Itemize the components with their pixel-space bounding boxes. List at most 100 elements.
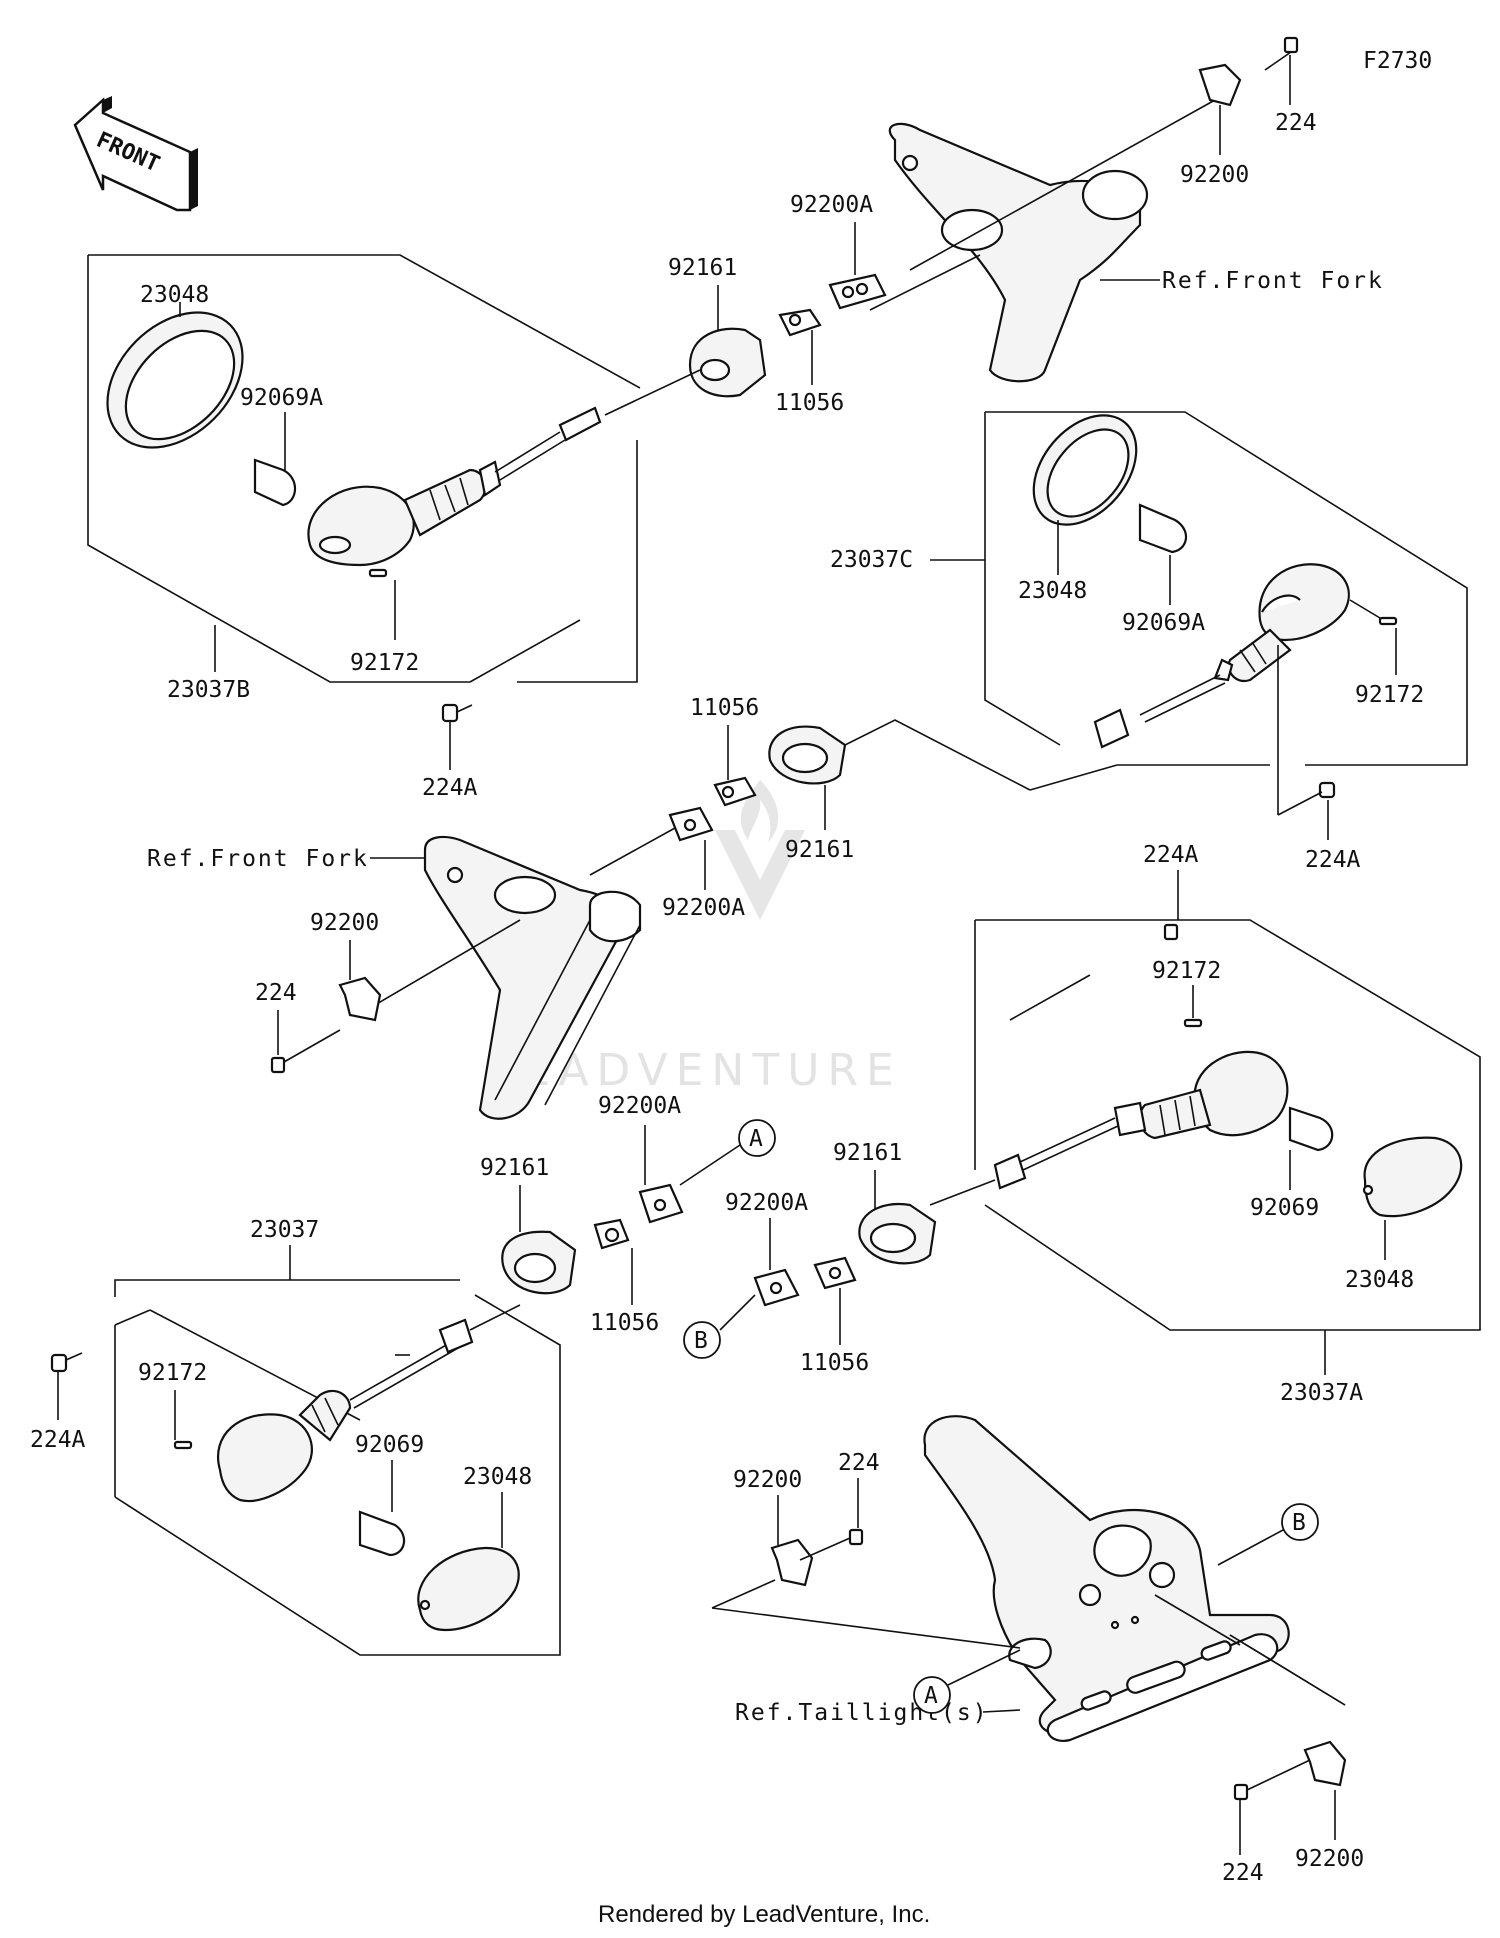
part-label-224A-lowleft: 224A: [30, 1427, 86, 1453]
part-label-23037A: 23037A: [1280, 1380, 1363, 1406]
ref-taillight: Ref.Taillight(s): [735, 1700, 989, 1726]
lens-23048-midright: [1362, 1136, 1463, 1218]
part-label-23048-topright: 23048: [1018, 578, 1087, 604]
ref-front-fork-mid: Ref.Front Fork: [147, 846, 369, 872]
bulb-92069A-topright: [1138, 503, 1187, 554]
part-label-11056-lowleft: 11056: [800, 1350, 869, 1376]
part-label-11056-mid: 11056: [690, 695, 759, 721]
taillight-bracket: [923, 1415, 1290, 1742]
screw-224-top: [1264, 36, 1299, 71]
ref-front-fork-top: Ref.Front Fork: [1162, 268, 1384, 294]
lens-23048-topright: [1032, 414, 1138, 526]
grommet-92161-midright: [858, 1202, 937, 1265]
washer-11056-lowleft: [813, 1256, 857, 1290]
callout-b-mid: B: [683, 1321, 721, 1359]
plate-92200A-top: [828, 273, 887, 310]
bulb-92069-lowleft: [358, 1510, 406, 1557]
assembly-23037-box: [114, 1279, 561, 1656]
svg-text:A: A: [924, 1683, 938, 1709]
part-label-92200-top: 92200: [1180, 162, 1249, 188]
part-label-92172-lowleft: 92172: [138, 1360, 207, 1386]
screw-92172-topright: [1378, 616, 1398, 626]
washer-11056-top: [778, 308, 822, 337]
part-label-224A-topleft: 224A: [422, 775, 478, 801]
front-fork-bracket-mid: [423, 835, 642, 1120]
bulb-92069-midright: [1288, 1106, 1334, 1152]
turn-signal-housing-topright: [1093, 563, 1350, 749]
assembly-23037C-box: [984, 411, 1468, 791]
callout-b-right: B: [1281, 1503, 1319, 1541]
part-label-23037: 23037: [250, 1217, 319, 1243]
svg-text:B: B: [694, 1328, 708, 1354]
part-label-224-midleft: 224: [255, 980, 297, 1006]
footer-credit: Rendered by LeadVenture, Inc.: [598, 1901, 930, 1928]
lens-23048-topleft: [106, 311, 244, 449]
part-label-92200-bottom: 92200: [733, 1467, 802, 1493]
part-label-23048-lowleft: 23048: [463, 1464, 532, 1490]
part-label-224A-midright: 224A: [1143, 842, 1199, 868]
part-label-23048-midright: 23048: [1345, 1267, 1414, 1293]
clip-92200-top: [1198, 63, 1242, 107]
svg-text:B: B: [1292, 1510, 1306, 1536]
part-label-92161-lowleft: 92161: [480, 1155, 549, 1181]
callout-a-top: A: [738, 1119, 776, 1157]
part-label-92069A-topright: 92069A: [1122, 610, 1205, 636]
plate-92200A-lowmid: [638, 1183, 684, 1224]
part-label-11056-top: 11056: [775, 390, 844, 416]
turn-signal-housing-midright: [929, 1050, 1289, 1206]
part-label-92161-midright: 92161: [833, 1140, 902, 1166]
plate-92200A-mid: [668, 806, 714, 842]
screw-92172-topleft: [368, 568, 388, 578]
grommet-92161-lowleft: [501, 1230, 577, 1295]
assembly-23037A-box: [974, 919, 1481, 1331]
part-label-92161-top: 92161: [668, 255, 737, 281]
screw-224-bottomright: [1233, 1783, 1249, 1801]
part-label-92200-bottomright: 92200: [1295, 1846, 1364, 1872]
screw-224A-midright: [1163, 923, 1179, 941]
part-label-92069-midright: 92069: [1250, 1195, 1319, 1221]
bulb-92069A-topleft: [253, 458, 297, 507]
part-label-224-top: 224: [1275, 110, 1317, 136]
figure-code: F2730: [1363, 48, 1432, 74]
turn-signal-housing-topleft: [307, 369, 701, 567]
leadventure-watermark: LEADVENTURE: [490, 780, 902, 1096]
part-label-92200A-mid: 92200A: [662, 895, 745, 921]
part-label-92200A-lowmid: 92200A: [598, 1093, 681, 1119]
watermark-text: LEADVENTURE: [490, 1045, 902, 1096]
front-fork-bracket-top: [888, 122, 1149, 383]
grommet-92161-top: [688, 327, 767, 398]
assembly-23037B-box: [87, 254, 641, 683]
svg-text:A: A: [749, 1126, 763, 1152]
part-label-23037C: 23037C: [830, 547, 913, 573]
washer-11056-mid: [713, 776, 757, 807]
part-label-92200A-top: 92200A: [790, 192, 873, 218]
clip-92200-bottom: [770, 1538, 814, 1587]
lens-23048-lowleft: [417, 1546, 520, 1632]
screw-92172-lowleft: [173, 1440, 193, 1450]
part-label-92172-midright: 92172: [1152, 958, 1221, 984]
part-label-92161-mid: 92161: [785, 837, 854, 863]
part-label-92172-topleft: 92172: [350, 650, 419, 676]
clip-92200-bottomright: [1303, 1740, 1347, 1787]
part-label-23048-topleft: 23048: [140, 282, 209, 308]
part-label-92172-topright: 92172: [1355, 682, 1424, 708]
screw-92172-midright: [1183, 1018, 1203, 1028]
part-label-92200-midleft: 92200: [310, 910, 379, 936]
part-label-224-bottom: 224: [838, 1450, 880, 1476]
part-label-224A-topright: 224A: [1305, 847, 1361, 873]
part-label-224-bottomright: 224: [1222, 1860, 1264, 1886]
grommet-92161-mid: [768, 725, 847, 785]
clip-92200-midleft: [338, 976, 382, 1022]
screw-224A-topright: [1318, 781, 1336, 799]
part-label-23037B: 23037B: [167, 677, 250, 703]
washer-11056-lowmid: [593, 1218, 630, 1250]
part-label-92069A-topleft: 92069A: [240, 385, 323, 411]
part-label-92200A-lowleft: 92200A: [725, 1190, 808, 1216]
screw-224A-topleft: [441, 703, 473, 723]
front-arrow-icon: FRONT: [73, 96, 198, 212]
turn-signal-housing-lowleft: [217, 1304, 521, 1503]
screw-224A-lowleft: [50, 1352, 83, 1373]
screw-224-midleft: [270, 1056, 286, 1074]
part-label-11056-lowmid: 11056: [590, 1310, 659, 1336]
